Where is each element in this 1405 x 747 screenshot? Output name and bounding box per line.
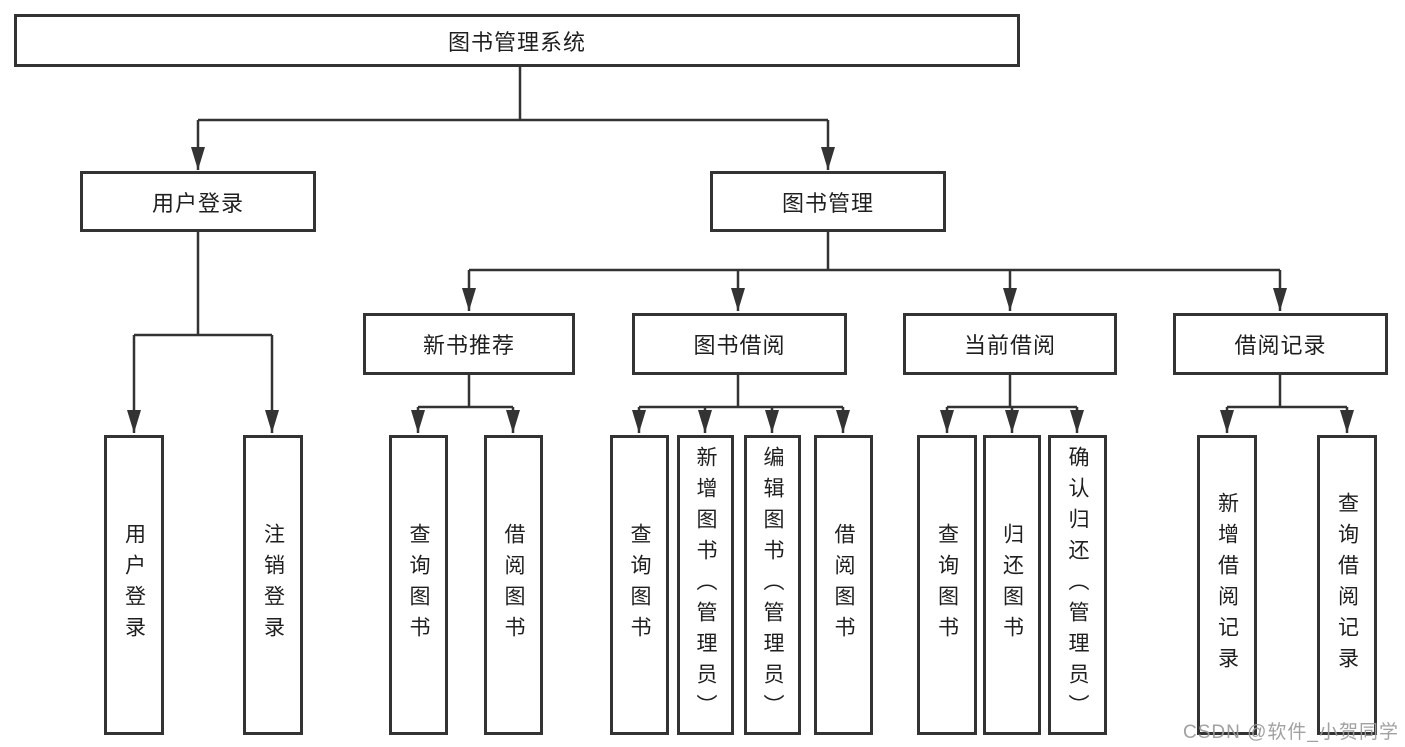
node-label-leaf-add-book-admin: 新增图书（管理员） (694, 445, 717, 725)
node-label-book-borrowing: 图书借阅 (693, 333, 786, 358)
node-user-login-module: 用户登录 (80, 171, 316, 232)
node-current-borrowing: 当前借阅 (903, 313, 1117, 375)
node-label-borrow-records: 借阅记录 (1234, 333, 1327, 358)
node-label-new-book-recommend: 新书推荐 (422, 333, 515, 358)
node-book-management-module: 图书管理 (710, 171, 946, 232)
csdn-watermark: CSDN @软件_小贺同学 (1183, 722, 1399, 743)
node-leaf-add-borrow-record: 新增借阅记录 (1197, 435, 1257, 735)
node-label-leaf-query-books-2: 查询图书 (628, 523, 651, 647)
node-label-leaf-edit-book-admin: 编辑图书（管理员） (761, 445, 784, 725)
node-label-leaf-add-borrow-record: 新增借阅记录 (1215, 492, 1239, 678)
node-label-current-borrowing: 当前借阅 (963, 333, 1056, 358)
node-label-leaf-return-book: 归还图书 (1000, 523, 1024, 647)
node-leaf-query-books-1: 查询图书 (389, 435, 448, 735)
node-label-leaf-borrow-books-2: 借阅图书 (832, 523, 855, 647)
node-label-user-login-module: 用户登录 (151, 190, 244, 216)
node-new-book-recommend: 新书推荐 (363, 313, 575, 375)
node-label-leaf-query-books-1: 查询图书 (407, 523, 430, 647)
node-book-borrowing: 图书借阅 (632, 313, 847, 375)
node-leaf-user-login: 用户登录 (104, 435, 164, 735)
node-label-leaf-confirm-return-admin: 确认归还（管理员） (1066, 445, 1089, 725)
node-leaf-return-book: 归还图书 (983, 435, 1041, 735)
node-leaf-logout: 注销登录 (243, 435, 303, 735)
node-label-leaf-logout: 注销登录 (261, 523, 285, 647)
node-label-system-root: 图书管理系统 (447, 29, 586, 55)
node-label-leaf-query-borrow-record: 查询借阅记录 (1335, 492, 1359, 678)
node-leaf-query-books-3: 查询图书 (917, 435, 977, 735)
node-label-leaf-query-books-3: 查询图书 (935, 523, 959, 647)
node-label-leaf-user-login: 用户登录 (122, 523, 146, 647)
node-leaf-add-book-admin: 新增图书（管理员） (677, 435, 734, 735)
node-label-leaf-borrow-books-1: 借阅图书 (502, 523, 525, 647)
node-leaf-confirm-return-admin: 确认归还（管理员） (1048, 435, 1107, 735)
node-label-book-management-module: 图书管理 (781, 190, 874, 216)
node-leaf-query-borrow-record: 查询借阅记录 (1317, 435, 1377, 735)
node-leaf-borrow-books-2: 借阅图书 (814, 435, 873, 735)
node-leaf-borrow-books-1: 借阅图书 (484, 435, 543, 735)
node-leaf-edit-book-admin: 编辑图书（管理员） (744, 435, 801, 735)
node-borrow-records: 借阅记录 (1173, 313, 1388, 375)
node-system-root: 图书管理系统 (14, 14, 1020, 67)
node-leaf-query-books-2: 查询图书 (610, 435, 669, 735)
